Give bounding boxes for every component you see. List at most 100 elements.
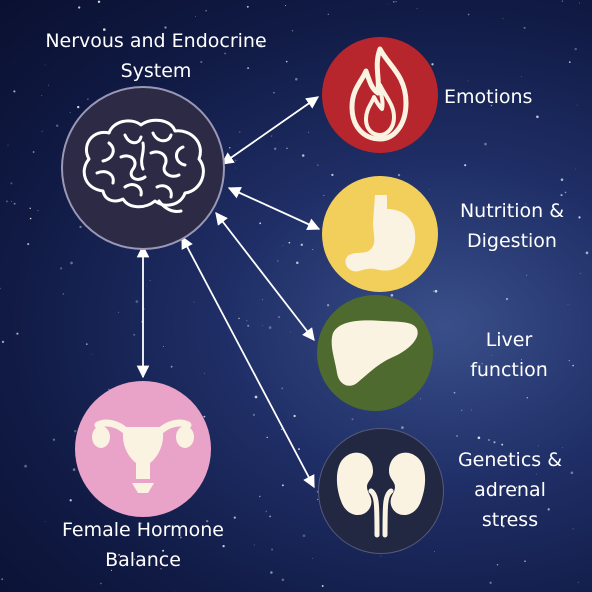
star	[489, 581, 492, 584]
star	[302, 534, 306, 538]
star	[470, 409, 472, 411]
emotions-label-line1: Emotions	[444, 86, 533, 108]
nutrition-label-line2: Digestion	[467, 230, 557, 252]
star	[62, 293, 65, 295]
star	[74, 430, 77, 433]
nutrition-label-line1: Nutrition &	[459, 200, 565, 222]
star	[568, 359, 570, 362]
star	[273, 91, 275, 94]
star	[433, 290, 435, 292]
star	[163, 346, 165, 348]
star	[564, 191, 567, 194]
star	[420, 398, 421, 400]
star	[56, 124, 59, 127]
star	[536, 473, 537, 475]
star	[574, 47, 577, 51]
star	[246, 5, 249, 8]
star	[434, 289, 438, 293]
star	[29, 217, 32, 220]
star	[312, 557, 313, 559]
star	[401, 426, 404, 429]
nervous-system-label-line2: System	[120, 60, 192, 82]
star	[162, 549, 165, 552]
star	[205, 10, 207, 12]
star	[397, 173, 401, 177]
star	[5, 200, 8, 203]
star	[85, 343, 88, 345]
nutrition-label: Nutrition & Digestion	[446, 196, 578, 256]
star	[10, 182, 13, 185]
uterus-icon	[88, 399, 198, 499]
star	[69, 499, 72, 502]
star	[546, 237, 549, 241]
star	[79, 225, 82, 229]
star	[431, 63, 434, 66]
star	[97, 0, 101, 4]
star	[259, 43, 262, 47]
star	[560, 178, 564, 181]
liver-node	[317, 295, 433, 411]
star	[235, 167, 236, 169]
star	[453, 391, 456, 394]
nutrition-node	[322, 176, 438, 292]
star	[265, 510, 268, 513]
star	[11, 200, 13, 202]
star	[254, 39, 255, 41]
nervous-system-node	[61, 86, 225, 250]
star	[481, 362, 484, 365]
brain-icon	[73, 113, 213, 223]
star	[509, 336, 512, 338]
star	[568, 61, 571, 63]
star	[484, 142, 487, 146]
star	[41, 95, 43, 96]
star	[464, 164, 467, 167]
star	[269, 515, 272, 518]
star	[16, 332, 19, 335]
star	[179, 536, 182, 539]
star	[523, 26, 526, 29]
liver-label-line2: function	[470, 359, 548, 381]
star	[515, 486, 518, 489]
star	[7, 144, 9, 146]
star	[140, 522, 143, 525]
star	[331, 173, 334, 177]
star	[567, 304, 569, 305]
nervous-system-label: Nervous and Endocrine System	[18, 26, 294, 86]
female-hormone-label-line1: Female Hormone	[62, 519, 224, 541]
star	[526, 397, 528, 399]
star	[47, 84, 49, 86]
star	[72, 468, 76, 471]
star	[467, 80, 469, 82]
arrow-nervous-nutrition	[227, 186, 321, 231]
star	[524, 560, 526, 562]
liver-label: Liver function	[454, 325, 564, 385]
star	[561, 0, 564, 2]
star	[434, 551, 435, 552]
genetics-label-line3: stress	[481, 509, 539, 531]
star	[44, 64, 46, 66]
star	[578, 216, 581, 219]
star	[70, 261, 73, 265]
star	[537, 445, 539, 447]
star	[387, 4, 388, 5]
star	[572, 528, 574, 530]
star	[285, 5, 286, 6]
star	[474, 243, 476, 245]
star	[91, 353, 93, 355]
star	[521, 359, 522, 361]
star	[29, 207, 31, 209]
star	[32, 151, 35, 153]
female-hormone-node	[75, 381, 211, 517]
star	[141, 561, 143, 563]
star	[41, 130, 43, 132]
star	[102, 28, 106, 31]
star	[521, 76, 522, 77]
star	[490, 104, 493, 107]
star	[560, 194, 563, 197]
star	[24, 464, 27, 468]
star	[477, 436, 481, 440]
star	[247, 67, 250, 70]
star	[496, 563, 499, 566]
star	[27, 243, 30, 246]
